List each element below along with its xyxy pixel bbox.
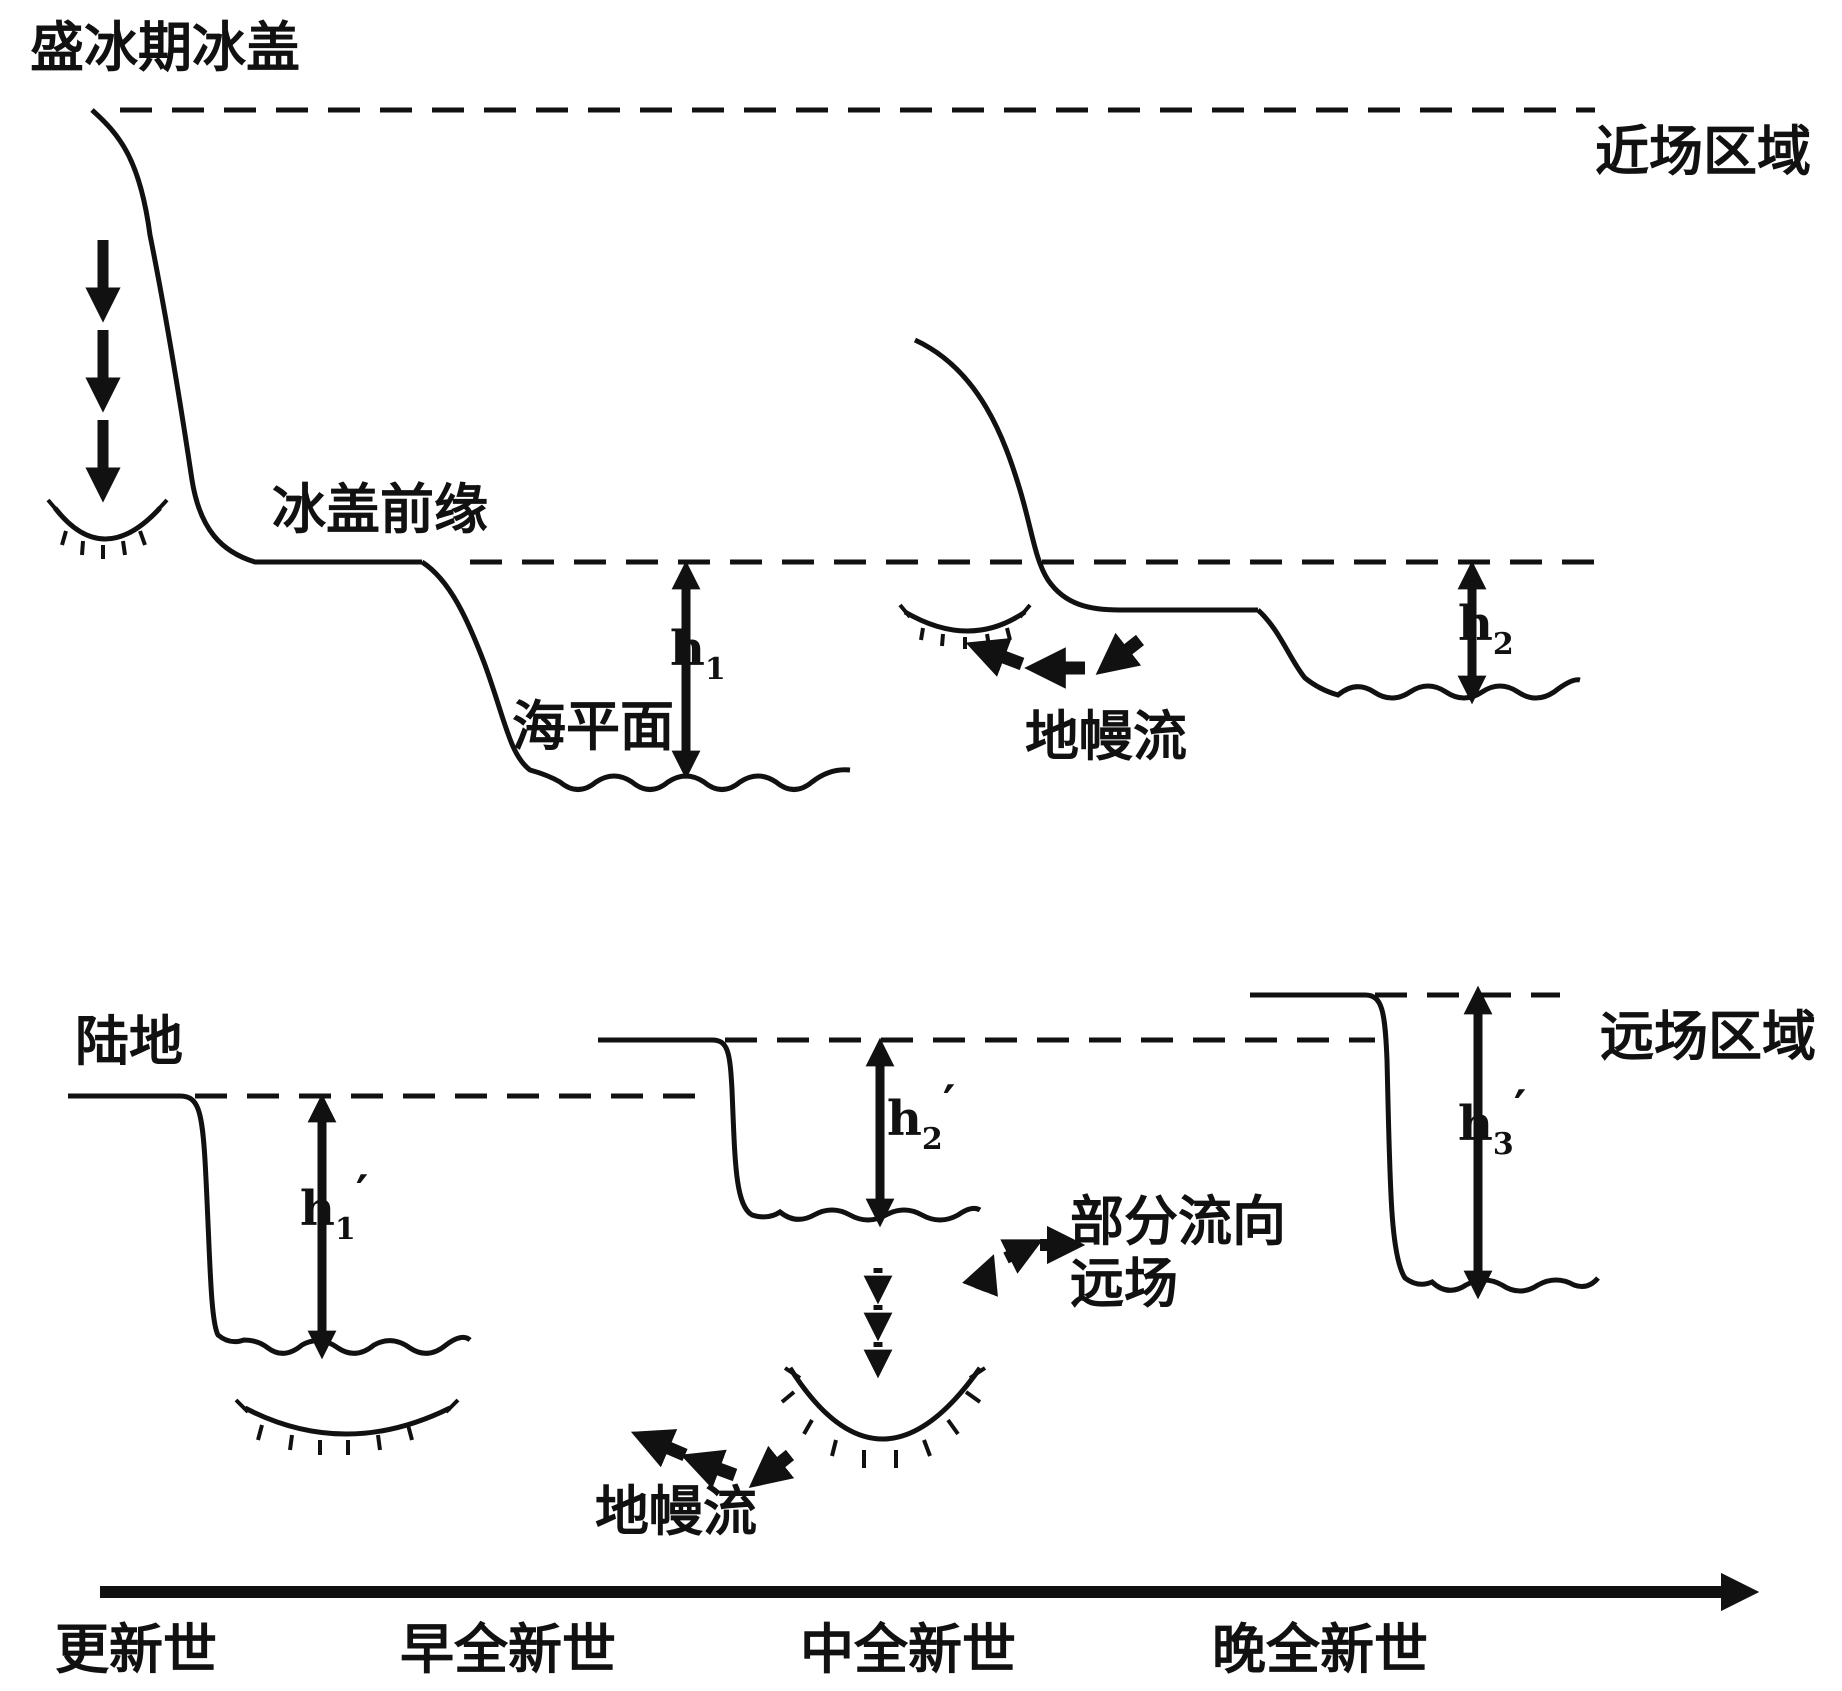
retreating-ice-sheet-profile (913, 337, 1258, 613)
land-coast-profile-early (68, 1093, 472, 1356)
sea-level-label: 海平面 (512, 694, 674, 758)
period-label-early-holocene: 早全新世 (400, 1617, 616, 1681)
partial-flow-label-line2: 远场 (1070, 1251, 1178, 1315)
lithosphere-far-left (234, 1398, 460, 1455)
land-coast-profile-middle (598, 1037, 982, 1223)
mantle-flow-arrows-top (965, 632, 1145, 689)
mantle-flow-arrows-to-far-field (962, 1225, 1086, 1297)
mantle-flow-label-bottom: 地幔流 (595, 1479, 757, 1543)
h3-prime-label: h3′ (1458, 1080, 1526, 1162)
lithosphere-depression-near-left (46, 498, 169, 559)
land-label: 陆地 (75, 1009, 183, 1073)
h2-prime-label: h2′ (887, 1075, 955, 1157)
h2-label: h2 (1458, 596, 1514, 662)
h1-label: h1 (670, 621, 726, 687)
h1-prime-label: h1′ (300, 1165, 368, 1247)
mantle-flow-label-top: 地幔流 (1025, 704, 1187, 768)
period-label-mid-holocene: 中全新世 (800, 1617, 1016, 1681)
period-label-pleistocene: 更新世 (55, 1617, 217, 1681)
lithosphere-rebound-near-right (898, 603, 1032, 649)
ice-front-label: 冰盖前缘 (272, 477, 488, 541)
mantle-flow-arrows-bottom (630, 1429, 795, 1489)
lithosphere-bulge-middle (780, 1366, 987, 1468)
retreating-coast-profile (1256, 608, 1581, 701)
far-field-label: 远场区域 (1600, 1004, 1816, 1068)
near-field-label: 近场区域 (1595, 119, 1811, 183)
land-coast-profile-late (1250, 992, 1600, 1294)
partial-flow-label-line1: 部分流向 (1070, 1189, 1286, 1253)
period-label-late-holocene: 晚全新世 (1212, 1617, 1428, 1681)
ice-sheet-glacial-max-label: 盛冰期冰盖 (30, 15, 300, 79)
ice-front-coast-profile (420, 559, 851, 792)
glacial-max-ice-sheet-profile (90, 108, 422, 565)
